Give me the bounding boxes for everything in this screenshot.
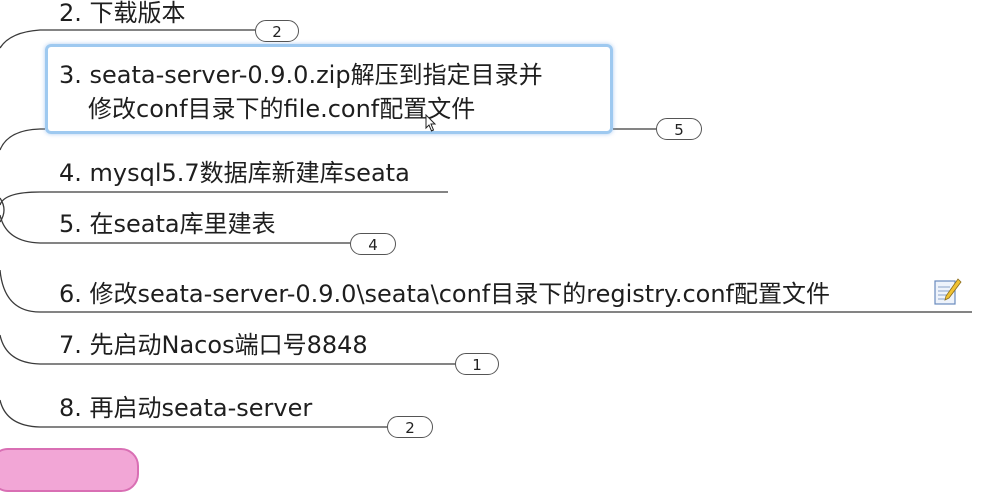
child-count-badge[interactable]: 4: [350, 233, 396, 255]
node-mysql-create-db[interactable]: 4. mysql5.7数据库新建库seata: [59, 159, 410, 187]
node-start-seata-server[interactable]: 8. 再启动seata-server: [59, 394, 313, 422]
next-topic-node[interactable]: [0, 448, 139, 492]
child-count-badge[interactable]: 2: [387, 416, 433, 438]
node-unzip-seata-line1[interactable]: 3. seata-server-0.9.0.zip解压到指定目录并: [59, 61, 543, 89]
node-create-tables[interactable]: 5. 在seata库里建表: [59, 210, 276, 238]
node-download-version[interactable]: 2. 下载版本: [59, 0, 186, 27]
child-count-badge[interactable]: 2: [255, 20, 299, 42]
node-start-nacos[interactable]: 7. 先启动Nacos端口号8848: [59, 331, 368, 359]
mouse-cursor-icon: [425, 114, 437, 132]
child-count-badge[interactable]: 5: [656, 118, 702, 140]
child-count-badge[interactable]: 1: [455, 353, 499, 375]
note-icon[interactable]: [932, 277, 962, 307]
connector-lines: [0, 29, 972, 428]
node-edit-registry-conf[interactable]: 6. 修改seata-server-0.9.0\seata\conf目录下的re…: [59, 280, 830, 308]
selected-node-frame[interactable]: [45, 44, 613, 134]
node-unzip-seata-line2[interactable]: 修改conf目录下的file.conf配置文件: [88, 95, 476, 123]
